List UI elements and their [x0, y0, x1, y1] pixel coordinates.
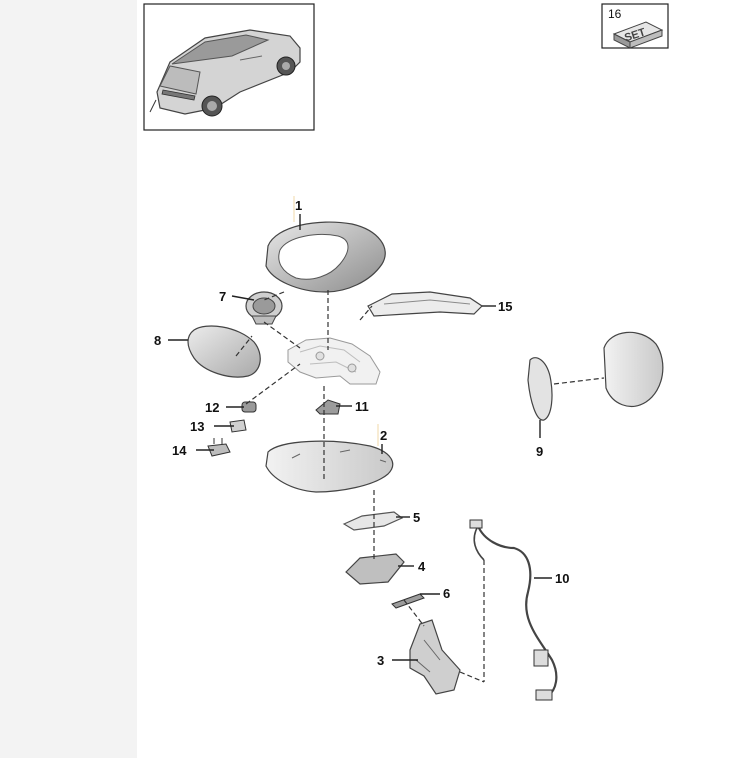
callout-label-14: 14	[172, 443, 187, 458]
part-1-mirror-frame	[265, 221, 386, 293]
callout-7: 7	[219, 289, 255, 304]
callout-label-8: 8	[154, 333, 161, 348]
callout-label-1: 1	[295, 198, 302, 213]
part-15-turn-signal-strip	[367, 291, 483, 317]
callout-label-4: 4	[418, 559, 426, 574]
callout-14: 14	[172, 443, 214, 458]
part-14-connector	[207, 438, 231, 457]
vehicle-thumbnail	[143, 3, 315, 131]
mirror-base-mechanism	[287, 337, 381, 385]
callout-15: 15	[482, 299, 512, 314]
callout-4: 4	[398, 559, 426, 574]
callout-12: 12	[205, 400, 244, 415]
set-box: 16 SET	[601, 3, 669, 49]
callout-label-5: 5	[413, 510, 420, 525]
part-6-trim-strip	[391, 593, 425, 609]
callout-2: 2	[377, 424, 387, 454]
callout-label-15: 15	[498, 299, 512, 314]
callout-label-3: 3	[377, 653, 384, 668]
callout-11: 11	[336, 399, 369, 414]
callout-label-9: 9	[536, 444, 543, 459]
callout-label-6: 6	[443, 586, 450, 601]
part-11-puddle-lamp	[315, 399, 341, 415]
callout-3: 3	[377, 653, 418, 668]
part-5-gasket	[342, 511, 404, 531]
assembly-lines	[235, 290, 605, 683]
callout-9: 9	[536, 420, 543, 459]
callout-label-12: 12	[205, 400, 219, 415]
callout-label-13: 13	[190, 419, 204, 434]
callout-label-2: 2	[380, 428, 387, 443]
callout-label-7: 7	[219, 289, 226, 304]
callout-10: 10	[534, 571, 569, 586]
part-3-mirror-arm	[409, 619, 461, 695]
part-12-clip	[241, 401, 257, 413]
part-7-adjuster	[245, 291, 283, 325]
callout-label-11: 11	[355, 399, 369, 414]
callout-1: 1	[293, 196, 302, 230]
callout-6: 6	[420, 586, 450, 601]
callout-label-10: 10	[555, 571, 569, 586]
part-10-wiring-harness	[469, 519, 558, 701]
callout-13: 13	[190, 419, 234, 434]
part-2-mirror-cap	[265, 440, 394, 493]
set-number: 16	[608, 7, 622, 21]
part-13-bracket	[229, 419, 247, 433]
callout-8: 8	[154, 333, 188, 348]
part-8-mirror-glass	[187, 325, 261, 378]
part-4-lower-cover	[345, 553, 405, 585]
part-9-outer-cover	[527, 331, 664, 421]
callout-5: 5	[396, 510, 420, 525]
